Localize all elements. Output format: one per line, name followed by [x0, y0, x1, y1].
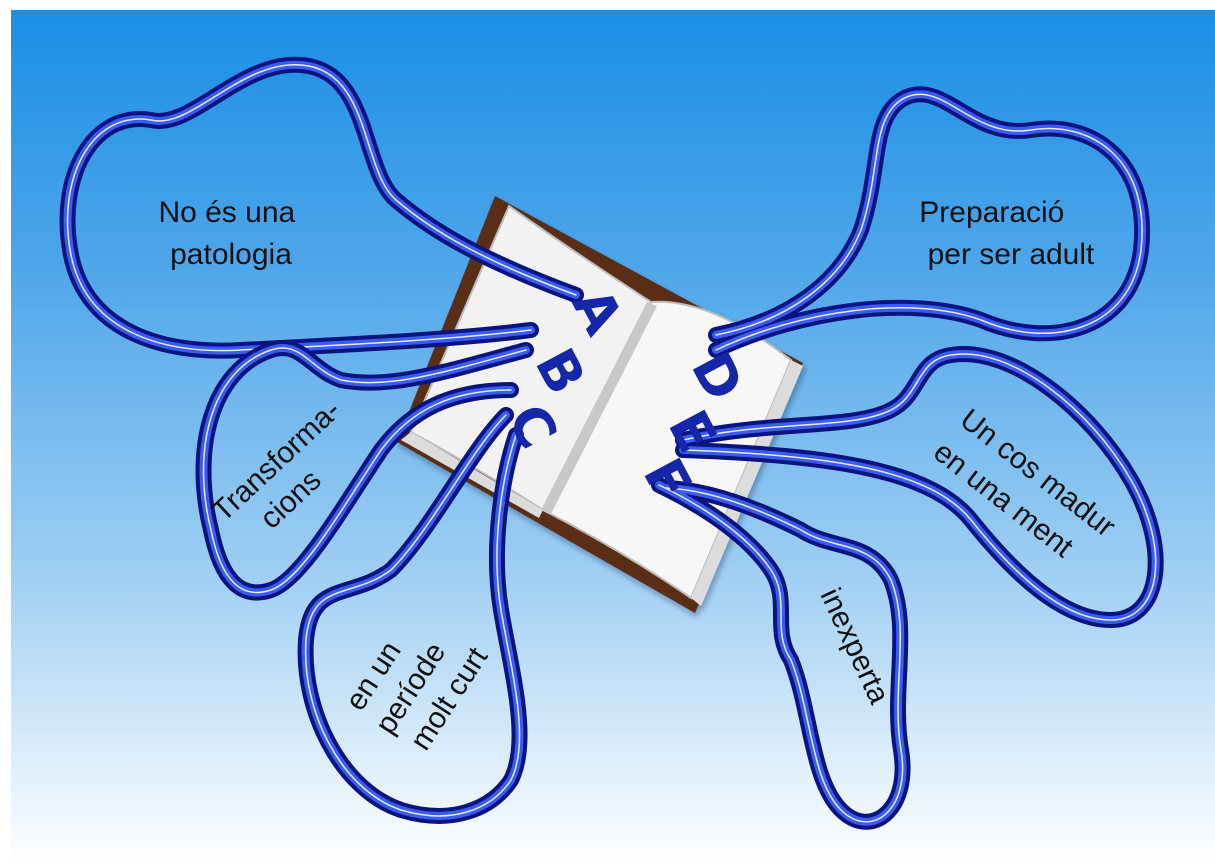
book-spine — [541, 302, 657, 514]
bubble-e — [675, 345, 1164, 628]
bubble-c-text: en un període molt curt — [337, 600, 494, 761]
bubble-d — [708, 86, 1151, 358]
diagram-canvas: A B C D E F No és una patologia Transfor… — [11, 10, 1215, 863]
bubble-a-text: No és una patologia — [158, 196, 303, 271]
bubble-f-text: inexperta — [814, 583, 896, 709]
bubbles — [59, 56, 1164, 830]
bubble-b-text: Transforma- cions — [206, 388, 379, 556]
bubble-f — [651, 477, 911, 830]
diagram-svg: A B C D E F No és una patologia Transfor… — [59, 56, 1164, 830]
bubble-d-text: Preparació per ser adult — [919, 196, 1095, 271]
book-right-page — [541, 300, 793, 600]
bubble-b — [195, 340, 534, 601]
bubble-c — [297, 407, 528, 824]
